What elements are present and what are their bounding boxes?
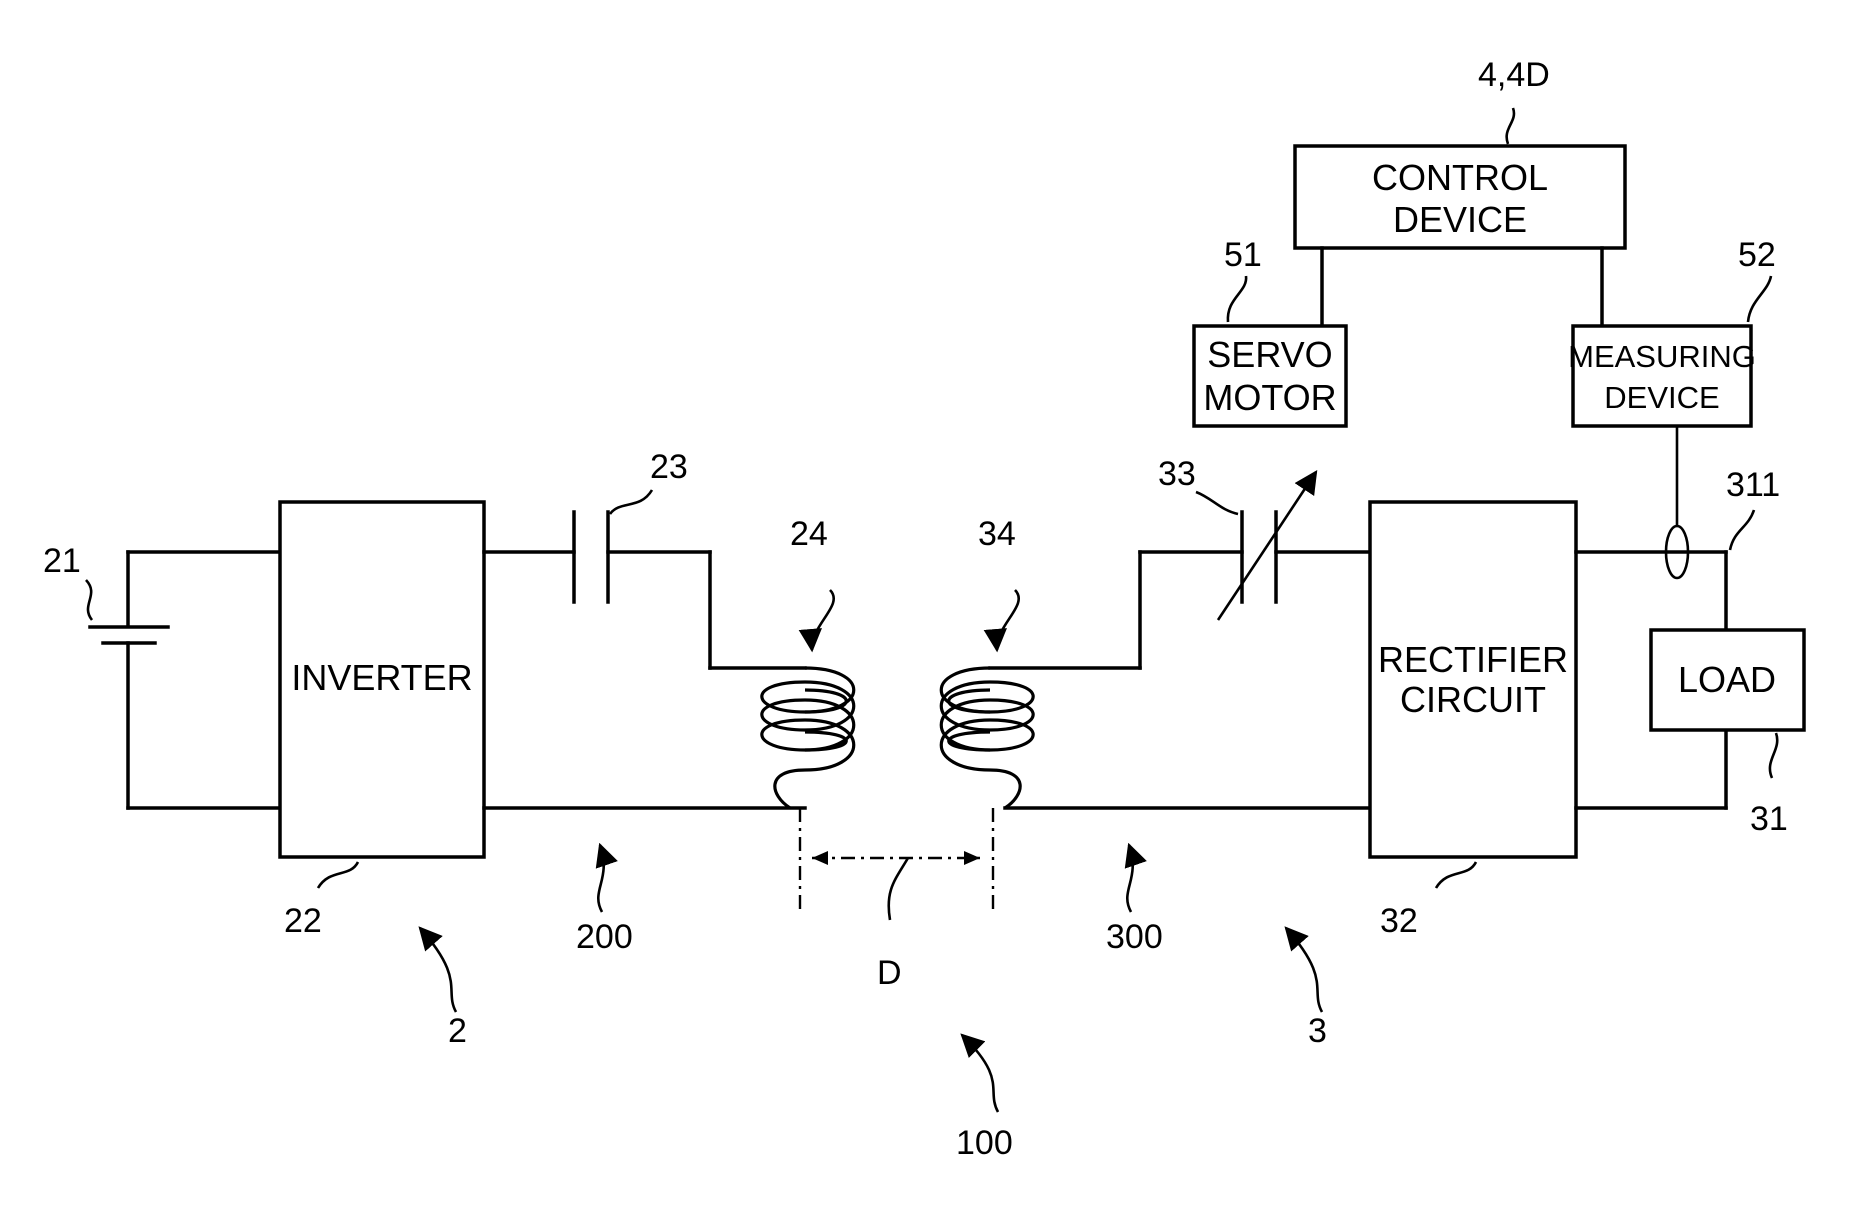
ref-23: 23 (650, 448, 688, 486)
ref-2: 2 (448, 1012, 467, 1050)
inverter-label: INVERTER (291, 657, 472, 698)
distance-label: D (877, 954, 902, 992)
ref-24: 24 (790, 515, 828, 553)
ref-21: 21 (43, 542, 81, 580)
ref-200: 200 (576, 918, 633, 956)
control-label-line2: DEVICE (1393, 199, 1527, 240)
coil-24 (762, 668, 854, 808)
ref-34: 34 (978, 515, 1016, 553)
rectifier-label-line2: CIRCUIT (1400, 679, 1546, 720)
measuring-label-line2: DEVICE (1604, 380, 1719, 415)
ref-51: 51 (1224, 236, 1262, 274)
distance-indicator (800, 808, 993, 920)
ref-22: 22 (284, 902, 322, 940)
capacitor-33-variable (990, 472, 1370, 668)
servo-label-line1: SERVO (1207, 334, 1332, 375)
ref-311: 311 (1726, 466, 1780, 504)
ref-32: 32 (1380, 902, 1418, 940)
coil-34 (941, 668, 1033, 808)
rectifier-label-line1: RECTIFIER (1378, 639, 1568, 680)
ref-52: 52 (1738, 236, 1776, 274)
ref-3: 3 (1308, 1012, 1327, 1050)
ref-300: 300 (1106, 918, 1163, 956)
ref-33: 33 (1158, 455, 1196, 493)
ref-31: 31 (1750, 800, 1788, 838)
ref-4-4d: 4,4D (1478, 56, 1550, 94)
measuring-label-line1: MEASURING (1568, 339, 1756, 374)
load-label: LOAD (1678, 659, 1776, 700)
battery-21 (90, 552, 280, 808)
control-label-line1: CONTROL (1372, 157, 1548, 198)
capacitor-23 (484, 512, 805, 668)
ref-100: 100 (956, 1124, 1013, 1162)
servo-label-line2: MOTOR (1203, 377, 1336, 418)
